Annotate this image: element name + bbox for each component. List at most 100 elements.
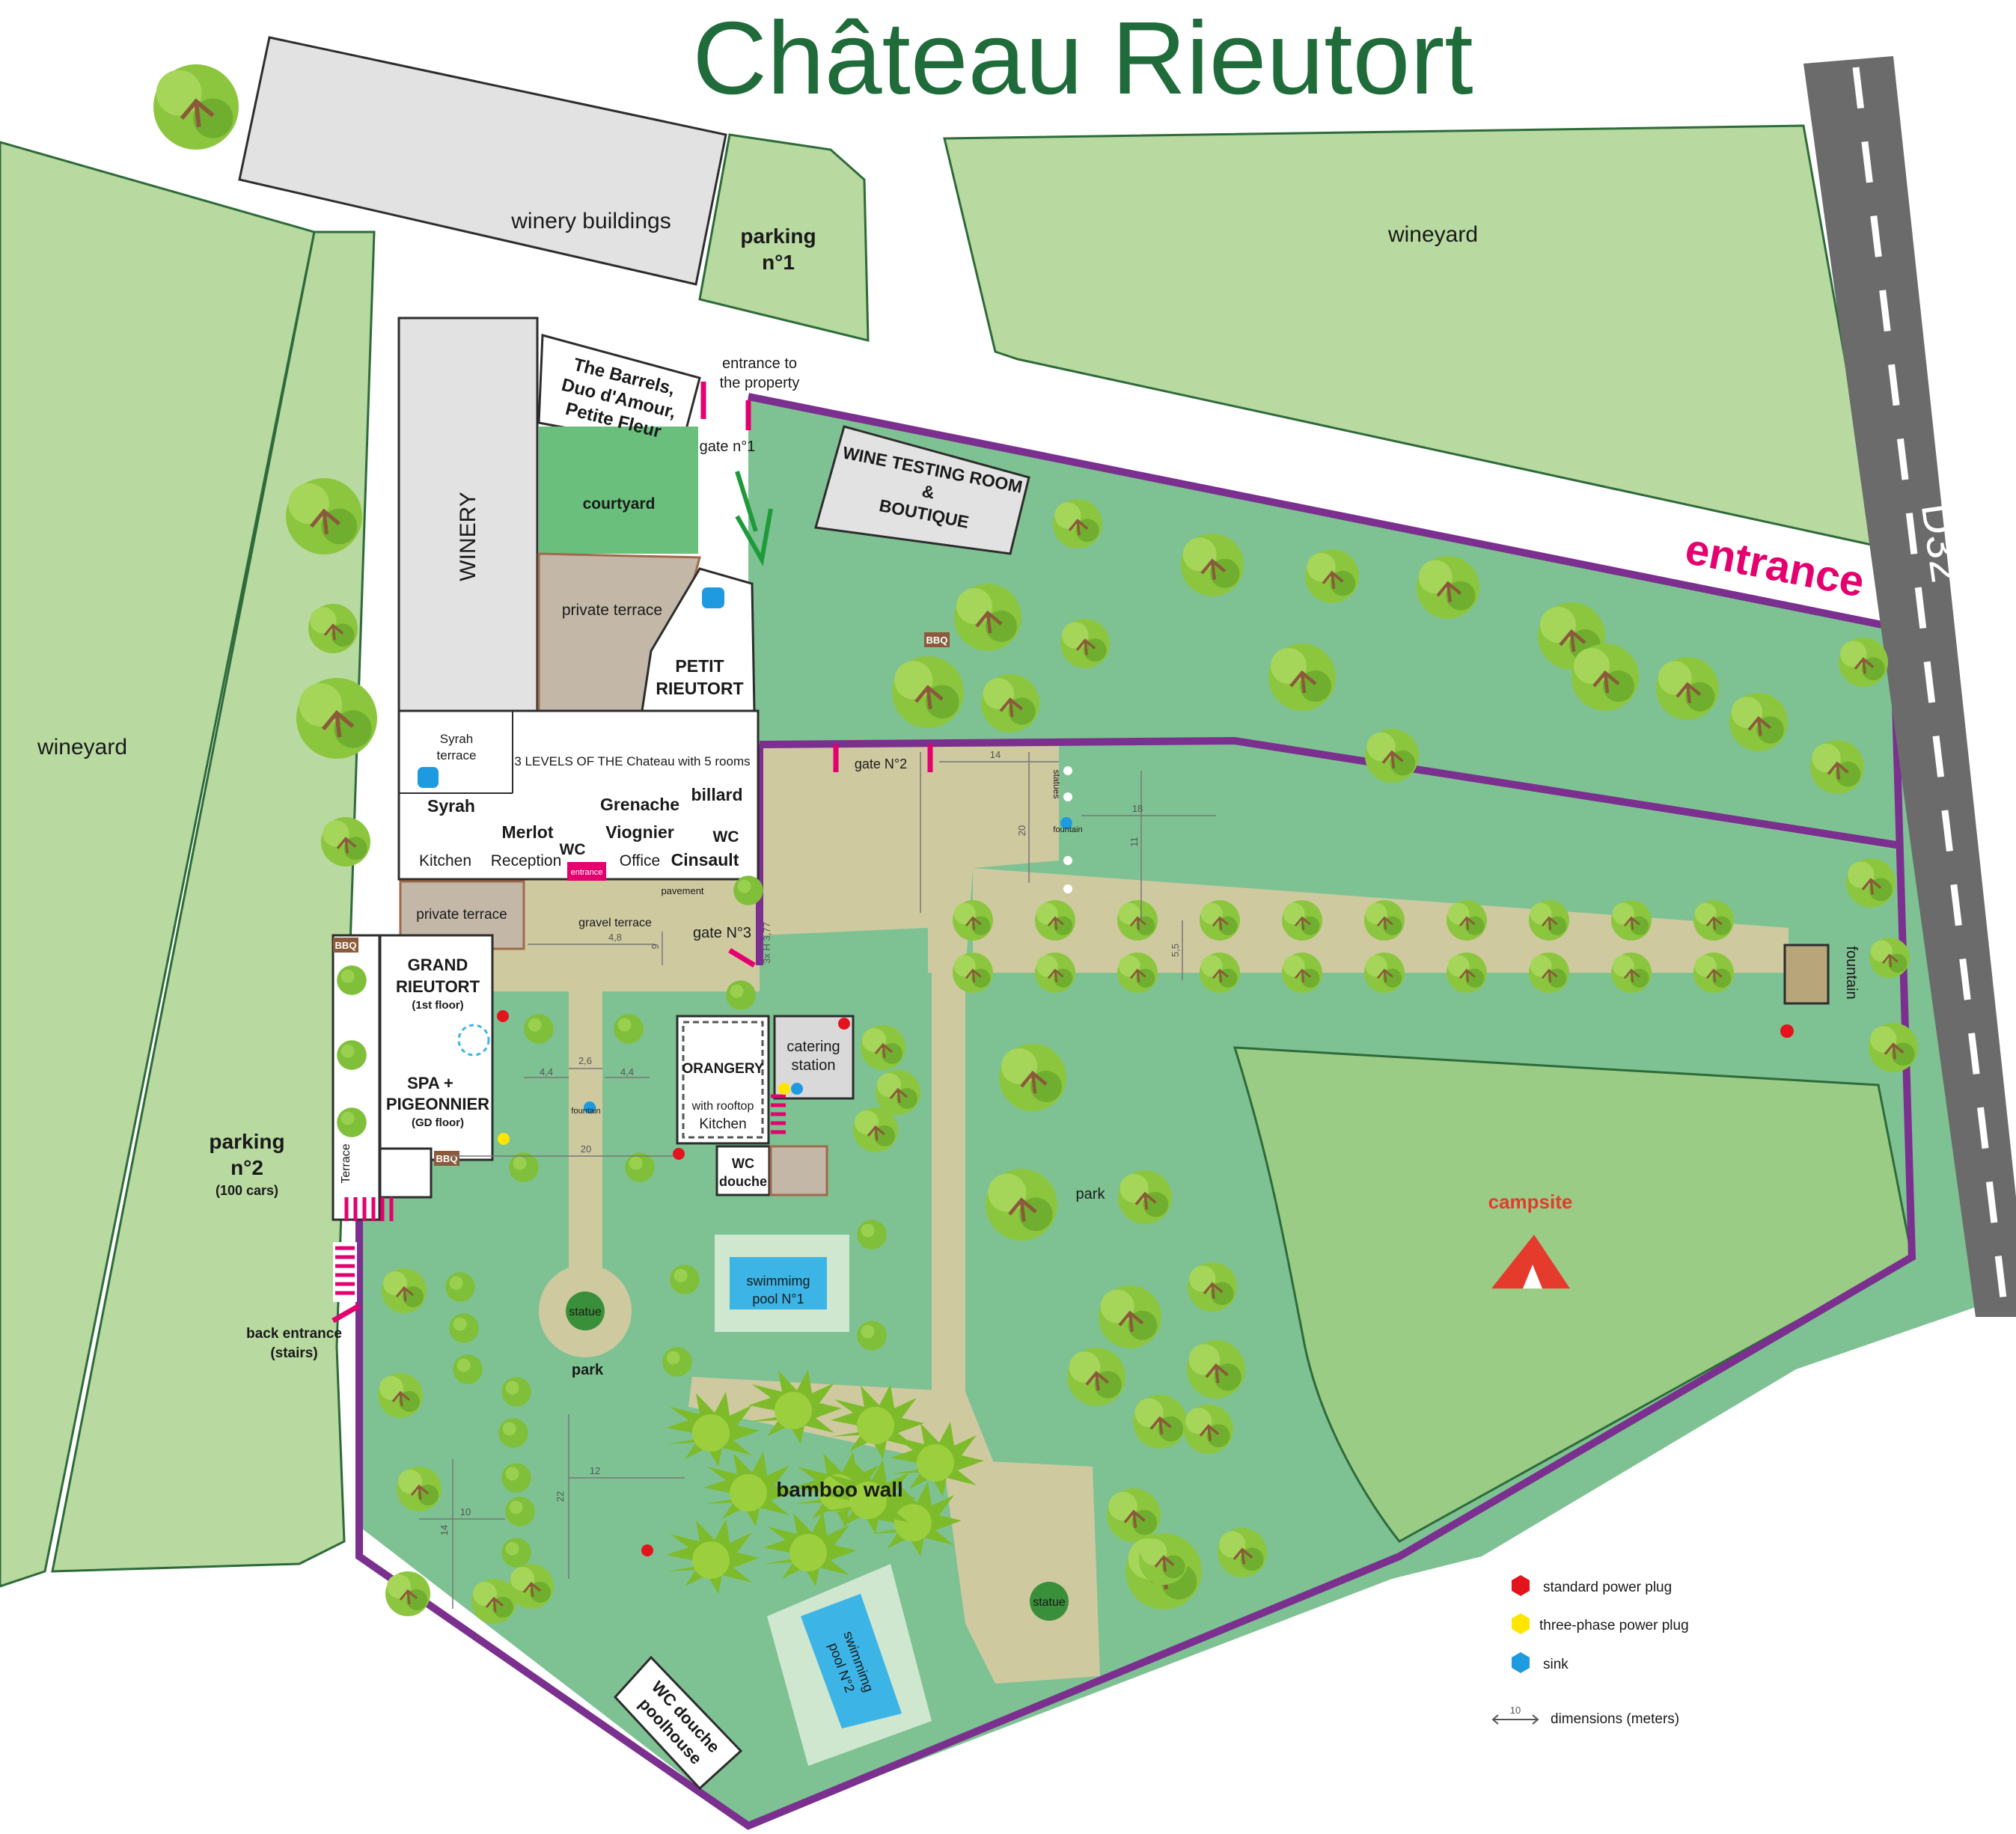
fountain-label-center: fountain: [571, 1107, 600, 1116]
room-syrah: Syrah: [427, 796, 475, 816]
dimension-label: 22: [555, 1491, 566, 1502]
room-reception: Reception: [491, 852, 562, 869]
dimension-label: 11: [1128, 837, 1140, 847]
dimension-label: 14: [439, 1525, 450, 1535]
dimension-label: 4,4: [540, 1066, 553, 1078]
inner-boundary: [759, 736, 1902, 849]
parking-1-label-2: n°1: [762, 251, 795, 274]
gravel-courtyard: [760, 745, 1059, 973]
alley-to-park: [932, 973, 965, 1422]
legend-label: standard power plug: [1543, 1580, 1672, 1595]
park-area: [359, 741, 1991, 1826]
syrah-terrace-label: Syrah: [440, 732, 473, 746]
spa-label: SPA +: [407, 1074, 453, 1092]
dimension-label: 4,4: [620, 1066, 634, 1078]
catering-label: catering: [786, 1039, 840, 1055]
three-phase-plug-legend-icon: [1512, 1613, 1530, 1634]
swimming-pool-1: [730, 1257, 827, 1309]
room-kitchen: Kitchen: [419, 852, 471, 869]
bbq-icon: BBQ: [333, 938, 358, 953]
bamboo-label: bamboo wall: [776, 1478, 903, 1501]
wc-douche-building: [715, 1145, 771, 1196]
power-plug-icon: [497, 1010, 1794, 1556]
legend: standard power plug three-phase power pl…: [1491, 1575, 1689, 1727]
statues-label: statues: [1051, 770, 1062, 799]
central-walk: [569, 988, 602, 1272]
wineyard-left-label: wineyard: [37, 735, 127, 759]
grand-rieutort-label-3: (1st floor): [412, 999, 463, 1012]
bbq-icon: BBQ: [924, 632, 950, 647]
stairs-icon: [333, 1242, 357, 1302]
stairs-icon: [344, 1197, 394, 1221]
pool-1-label-2: pool N°1: [752, 1292, 804, 1306]
tent-icon: [1491, 1235, 1570, 1289]
wc-douche-label-2: douche: [719, 1174, 767, 1189]
wineyard-top-area: [943, 124, 1880, 548]
wc-douche-label: WC: [732, 1156, 754, 1171]
legend-label: three-phase power plug: [1539, 1618, 1689, 1633]
room-office: Office: [620, 852, 660, 869]
dimension-label: 2,6: [578, 1055, 592, 1066]
road-d32-label: D32: [1912, 500, 1971, 585]
wc-poolhouse-building: [613, 1655, 743, 1791]
wineyard-top-label: wineyard: [1387, 222, 1478, 247]
room-wc-mid: WC: [560, 841, 586, 858]
spa-label-3: (GD floor): [412, 1116, 464, 1129]
wine-testing-building: [814, 425, 1030, 555]
statue-label: statue: [569, 1306, 602, 1318]
swimming-pool-2: [801, 1594, 902, 1728]
private-terrace-left-label: private terrace: [416, 907, 507, 923]
wc-douche-terrace: [769, 1145, 828, 1196]
room-billard: billard: [691, 785, 742, 804]
levels-label: 3 LEVELS OF THE Chateau with 5 rooms: [514, 754, 750, 768]
statue-path: [943, 1459, 1100, 1684]
sink-legend-icon: [1512, 1652, 1530, 1673]
svg-text:BBQ: BBQ: [926, 635, 948, 646]
svg-text:BBQ: BBQ: [436, 1153, 458, 1164]
dimension-label: 20: [1016, 825, 1027, 836]
dimension-lines: [419, 752, 1216, 1609]
three-phase-plug-icon: [498, 1083, 790, 1145]
room-merlot: Merlot: [502, 822, 554, 842]
park-label: park: [572, 1362, 604, 1378]
courtyard-area: [539, 427, 698, 554]
grand-rieutort-building: [379, 934, 494, 1161]
back-entrance-label-2: (stairs): [270, 1345, 317, 1361]
dimension-label: 14: [990, 749, 1001, 760]
svg-text:BBQ: BBQ: [335, 940, 357, 951]
syrah-terrace-label-2: terrace: [437, 748, 477, 762]
room-cinsault: Cinsault: [671, 850, 739, 869]
entrance-property-label-2: the property: [720, 375, 800, 391]
chateau-entrance-label: entrance: [571, 868, 603, 877]
orangery-building: [676, 1015, 770, 1145]
parking-1-label: parking: [740, 224, 816, 248]
wineyard-left-area: [0, 141, 316, 1588]
dimension-label: 20: [581, 1143, 591, 1155]
dimension-label: 9: [650, 944, 661, 949]
parking-2-label: parking: [209, 1130, 284, 1153]
orangery-inner: [682, 1021, 764, 1139]
parking-2-area: [51, 230, 376, 1573]
fountain-right-icon: [1783, 944, 1830, 1005]
standard-plug-legend-icon: [1512, 1575, 1530, 1596]
gate-1-label: gate n°1: [700, 438, 756, 455]
back-entrance-label: back entrance: [246, 1326, 342, 1342]
winery-label: WINERY: [456, 492, 480, 581]
legend-label: sink: [1543, 1657, 1568, 1672]
back-entrance-gate: [332, 1303, 361, 1324]
gravel-terrace-label: gravel terrace: [578, 917, 652, 929]
room-grenache: Grenache: [600, 795, 679, 814]
chateau-entrance-marker: [567, 862, 606, 881]
statue-marker-2: [1030, 1582, 1069, 1621]
grand-rieutort-label-2: RIEUTORT: [396, 977, 480, 996]
chateau-building: [397, 709, 760, 881]
dimension-label: 18: [1132, 803, 1143, 814]
room-wc-top: WC: [713, 828, 739, 846]
pool-1-label: swimmimg: [747, 1274, 810, 1289]
terrace-label: Terrace: [340, 1143, 352, 1183]
gravel-terrace-area: [490, 879, 760, 991]
dimension-label: 3x H 3,77: [761, 922, 772, 964]
dimension-label: 10: [460, 1506, 471, 1517]
winery-buildings-area: [238, 36, 727, 286]
